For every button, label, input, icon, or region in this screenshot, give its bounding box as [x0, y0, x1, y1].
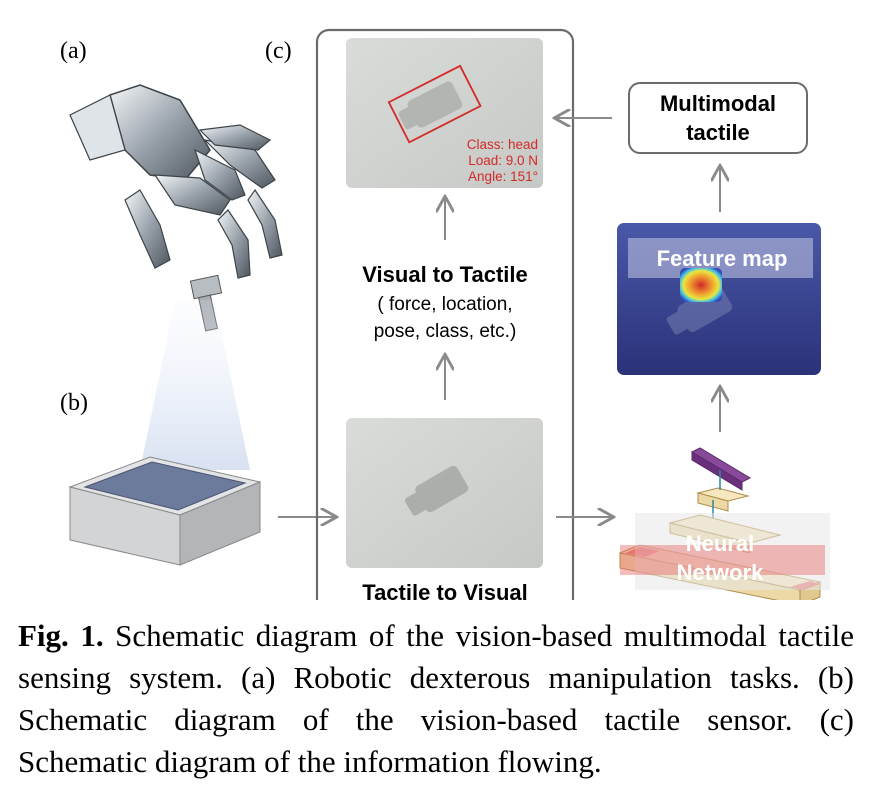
- class-label: Class: head: [467, 137, 538, 152]
- figure-caption: Fig. 1. Schematic diagram of the vision-…: [18, 615, 854, 783]
- neural-network-icon: [618, 447, 830, 600]
- tactile-sensor-icon: [68, 456, 262, 566]
- caption-text: Schematic diagram of the vision-based mu…: [18, 618, 854, 779]
- load-label: Load: 9.0 N: [468, 153, 538, 168]
- diagram-svg: Class: head Load: 9.0 N Angle: 151° Visu…: [68, 28, 830, 600]
- multimodal-box: [628, 82, 808, 154]
- feature-map-image: [617, 223, 821, 375]
- panel-c-frame: [315, 28, 575, 600]
- panel-label-a: (a): [60, 38, 87, 64]
- light-beam: [140, 300, 250, 470]
- annotated-tactile-image: [346, 38, 543, 188]
- raw-tactile-image: [346, 418, 543, 568]
- visual-to-tactile-line2: pose, class, etc.): [374, 321, 517, 342]
- tactile-to-visual-label: Tactile to Visual: [362, 580, 527, 600]
- neural-label-line2: Network: [677, 560, 765, 585]
- feature-map-label: Feature map: [657, 246, 788, 271]
- robot-hand-icon: [69, 84, 283, 279]
- visual-to-tactile-title: Visual to Tactile: [362, 262, 527, 287]
- diagram: (a) (c) (b): [60, 28, 830, 600]
- figure-label: Fig. 1.: [18, 618, 104, 653]
- visual-to-tactile-line1: ( force, location,: [377, 294, 512, 315]
- panel-label-c: (c): [265, 38, 292, 64]
- angle-label: Angle: 151°: [468, 169, 538, 184]
- multimodal-line1: Multimodal: [660, 91, 776, 116]
- neural-label-line1: Neural: [686, 531, 754, 556]
- panel-label-b: (b): [60, 390, 88, 416]
- multimodal-line2: tactile: [686, 120, 750, 145]
